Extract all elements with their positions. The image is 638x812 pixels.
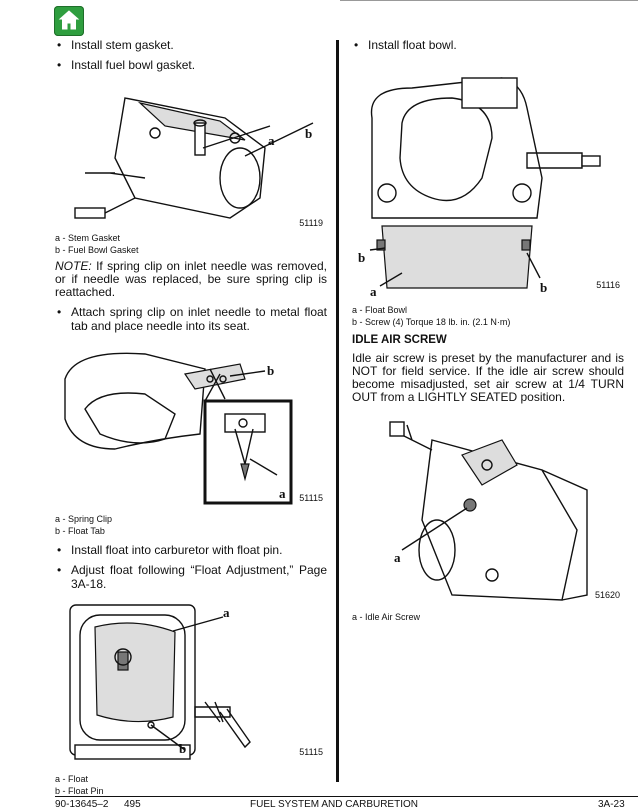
- float-bowl-illustration: [369, 77, 601, 289]
- caption-idle-air-screw: a - Idle Air Screw: [352, 612, 421, 622]
- fig3-callout-b: b: [179, 741, 187, 756]
- fig4-callout-a: a: [370, 284, 377, 299]
- figure-float-bowl: b a b 51116: [352, 58, 624, 299]
- home-button[interactable]: [54, 6, 84, 36]
- fig4-number: 51116: [596, 280, 620, 290]
- bullet-stem-gasket: Install stem gasket.: [55, 38, 327, 52]
- footer-code: 495: [124, 799, 141, 810]
- fig4-callout-b-right: b: [540, 280, 548, 295]
- fig1-callout-b: b: [305, 126, 313, 141]
- note-spring-clip: NOTE: If spring clip on inlet needle was…: [55, 260, 327, 299]
- idle-air-screw-paragraph: Idle air screw is preset by the manufact…: [352, 351, 624, 404]
- section-heading-idle-air-screw: IDLE AIR SCREW: [352, 334, 447, 346]
- caption-fuel-bowl-gasket: b - Fuel Bowl Gasket: [55, 245, 139, 255]
- fig1-callout-a: a: [268, 133, 275, 148]
- fig4-callout-b-left: b: [358, 250, 366, 265]
- fig1-number: 51119: [299, 218, 323, 228]
- footer-part-number: 90-13645–2: [55, 799, 109, 810]
- fig3-number: 51115: [299, 747, 323, 757]
- spring-clip-illustration: [64, 352, 293, 505]
- left-column: Install stem gasket. Install fuel bowl g…: [55, 38, 327, 797]
- caption-float: a - Float: [55, 774, 89, 784]
- caption-float-bowl: a - Float Bowl: [352, 305, 408, 315]
- fig5-number: 51620: [594, 590, 620, 600]
- caption-float-tab: b - Float Tab: [55, 526, 105, 536]
- home-icon: [58, 10, 80, 30]
- figure-float: a b 51115: [55, 597, 327, 767]
- idle-air-screw-illustration: [389, 421, 588, 601]
- float-illustration: [69, 604, 251, 760]
- caption-screw-torque: b - Screw (4) Torque 18 lb. in. (2.1 N·m…: [352, 317, 511, 327]
- caption-float-pin: b - Float Pin: [55, 786, 104, 796]
- bullet-fuel-bowl-gasket: Install fuel bowl gasket.: [55, 58, 327, 72]
- note-label: NOTE:: [55, 259, 92, 273]
- caption-stem-gasket: a - Stem Gasket: [55, 233, 121, 243]
- fig3-callout-a: a: [223, 605, 230, 620]
- footer-page-number: 3A-23: [598, 799, 625, 810]
- bullet-attach-spring-clip: Attach spring clip on inlet needle to me…: [55, 305, 327, 333]
- figure-spring-clip: b a 51115: [55, 339, 327, 509]
- footer-section-title: FUEL SYSTEM AND CARBURETION: [250, 799, 418, 810]
- fig2-callout-a: a: [279, 486, 286, 501]
- carburetor-gasket-illustration: [74, 97, 314, 219]
- footer-rule: [55, 796, 638, 797]
- caption-spring-clip: a - Spring Clip: [55, 514, 113, 524]
- fig2-number: 51115: [299, 493, 323, 503]
- figure-idle-air-screw: a 51620: [352, 410, 624, 605]
- figure-carburetor-gaskets: a b 51119: [55, 78, 327, 228]
- bullet-install-float: Install float into carburetor with float…: [55, 543, 327, 557]
- bullet-adjust-float: Adjust float following “Float Adjustment…: [55, 563, 327, 591]
- bullet-install-float-bowl: Install float bowl.: [352, 38, 624, 52]
- fig2-callout-b: b: [267, 363, 275, 378]
- column-divider: [336, 40, 339, 782]
- fig5-callout-a: a: [394, 550, 401, 565]
- top-rule: [340, 0, 638, 1]
- note-text: If spring clip on inlet needle was remov…: [55, 259, 327, 299]
- right-column: Install float bowl. b a b 51116 a - Floa…: [352, 38, 624, 623]
